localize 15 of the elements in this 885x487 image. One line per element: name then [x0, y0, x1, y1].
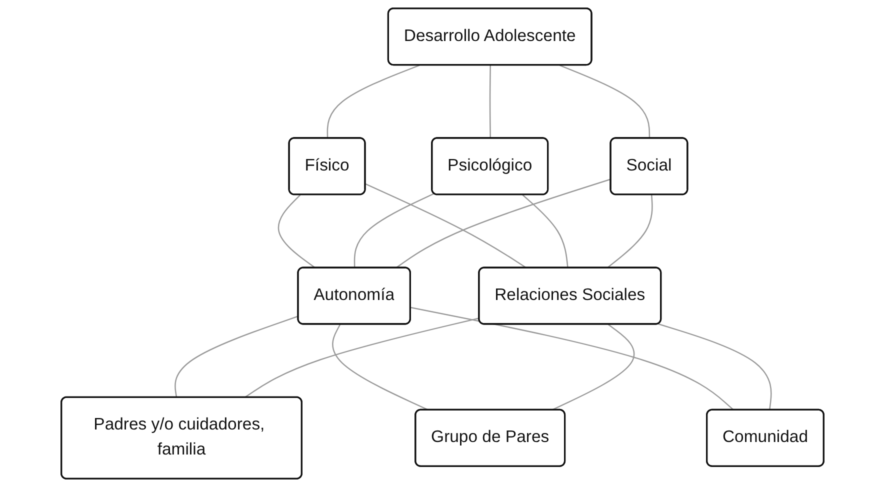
connector: [332, 324, 430, 411]
connector: [365, 183, 527, 269]
connector: [395, 178, 612, 269]
connector: [551, 324, 635, 411]
connector: [278, 194, 316, 269]
connector: [489, 65, 491, 138]
connector: [326, 64, 420, 138]
connector: [522, 194, 568, 268]
connector: [606, 194, 653, 269]
connector: [559, 64, 650, 138]
connector: [244, 317, 480, 398]
connector: [410, 306, 734, 411]
connector: [174, 316, 299, 398]
connector: [354, 192, 434, 268]
connector: [658, 323, 772, 410]
